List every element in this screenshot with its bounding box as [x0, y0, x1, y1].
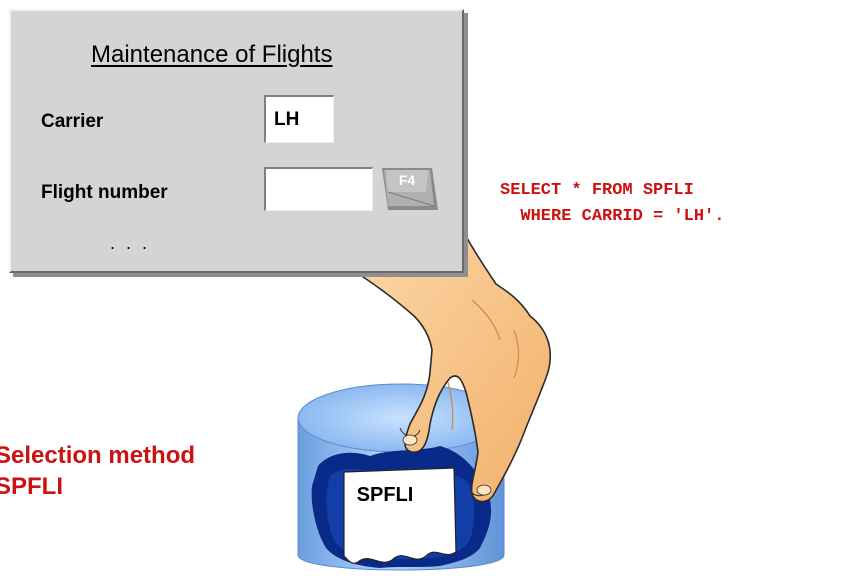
caption-line-2: SPFLI [0, 473, 64, 500]
dialog-title: Maintenance of Flights [91, 41, 333, 68]
carrier-input[interactable] [264, 95, 334, 143]
caption-line-1: Selection method [0, 442, 196, 469]
flight-number-input[interactable] [264, 167, 373, 211]
flight-number-label: Flight number [41, 182, 168, 203]
database-label: SPFLI [356, 484, 414, 506]
maintenance-dialog: Maintenance of Flights Carrier Flight nu… [9, 9, 464, 273]
more-fields-ellipsis: . . . [110, 233, 151, 253]
sql-line-1: SELECT * FROM SPFLI [500, 181, 694, 200]
sql-statement: SELECT * FROM SPFLI WHERE CARRID = 'LH'. [500, 178, 724, 230]
keycap-icon [382, 168, 438, 210]
f4-help-button[interactable]: F4 [382, 168, 438, 210]
f4-label: F4 [398, 172, 416, 188]
sql-line-2: WHERE CARRID = 'LH'. [500, 207, 725, 226]
hand-icon [349, 231, 552, 503]
selection-method-caption: Selection method SPFLI [0, 440, 195, 502]
carrier-label: Carrier [41, 111, 104, 132]
database-cylinder-icon [297, 383, 505, 571]
